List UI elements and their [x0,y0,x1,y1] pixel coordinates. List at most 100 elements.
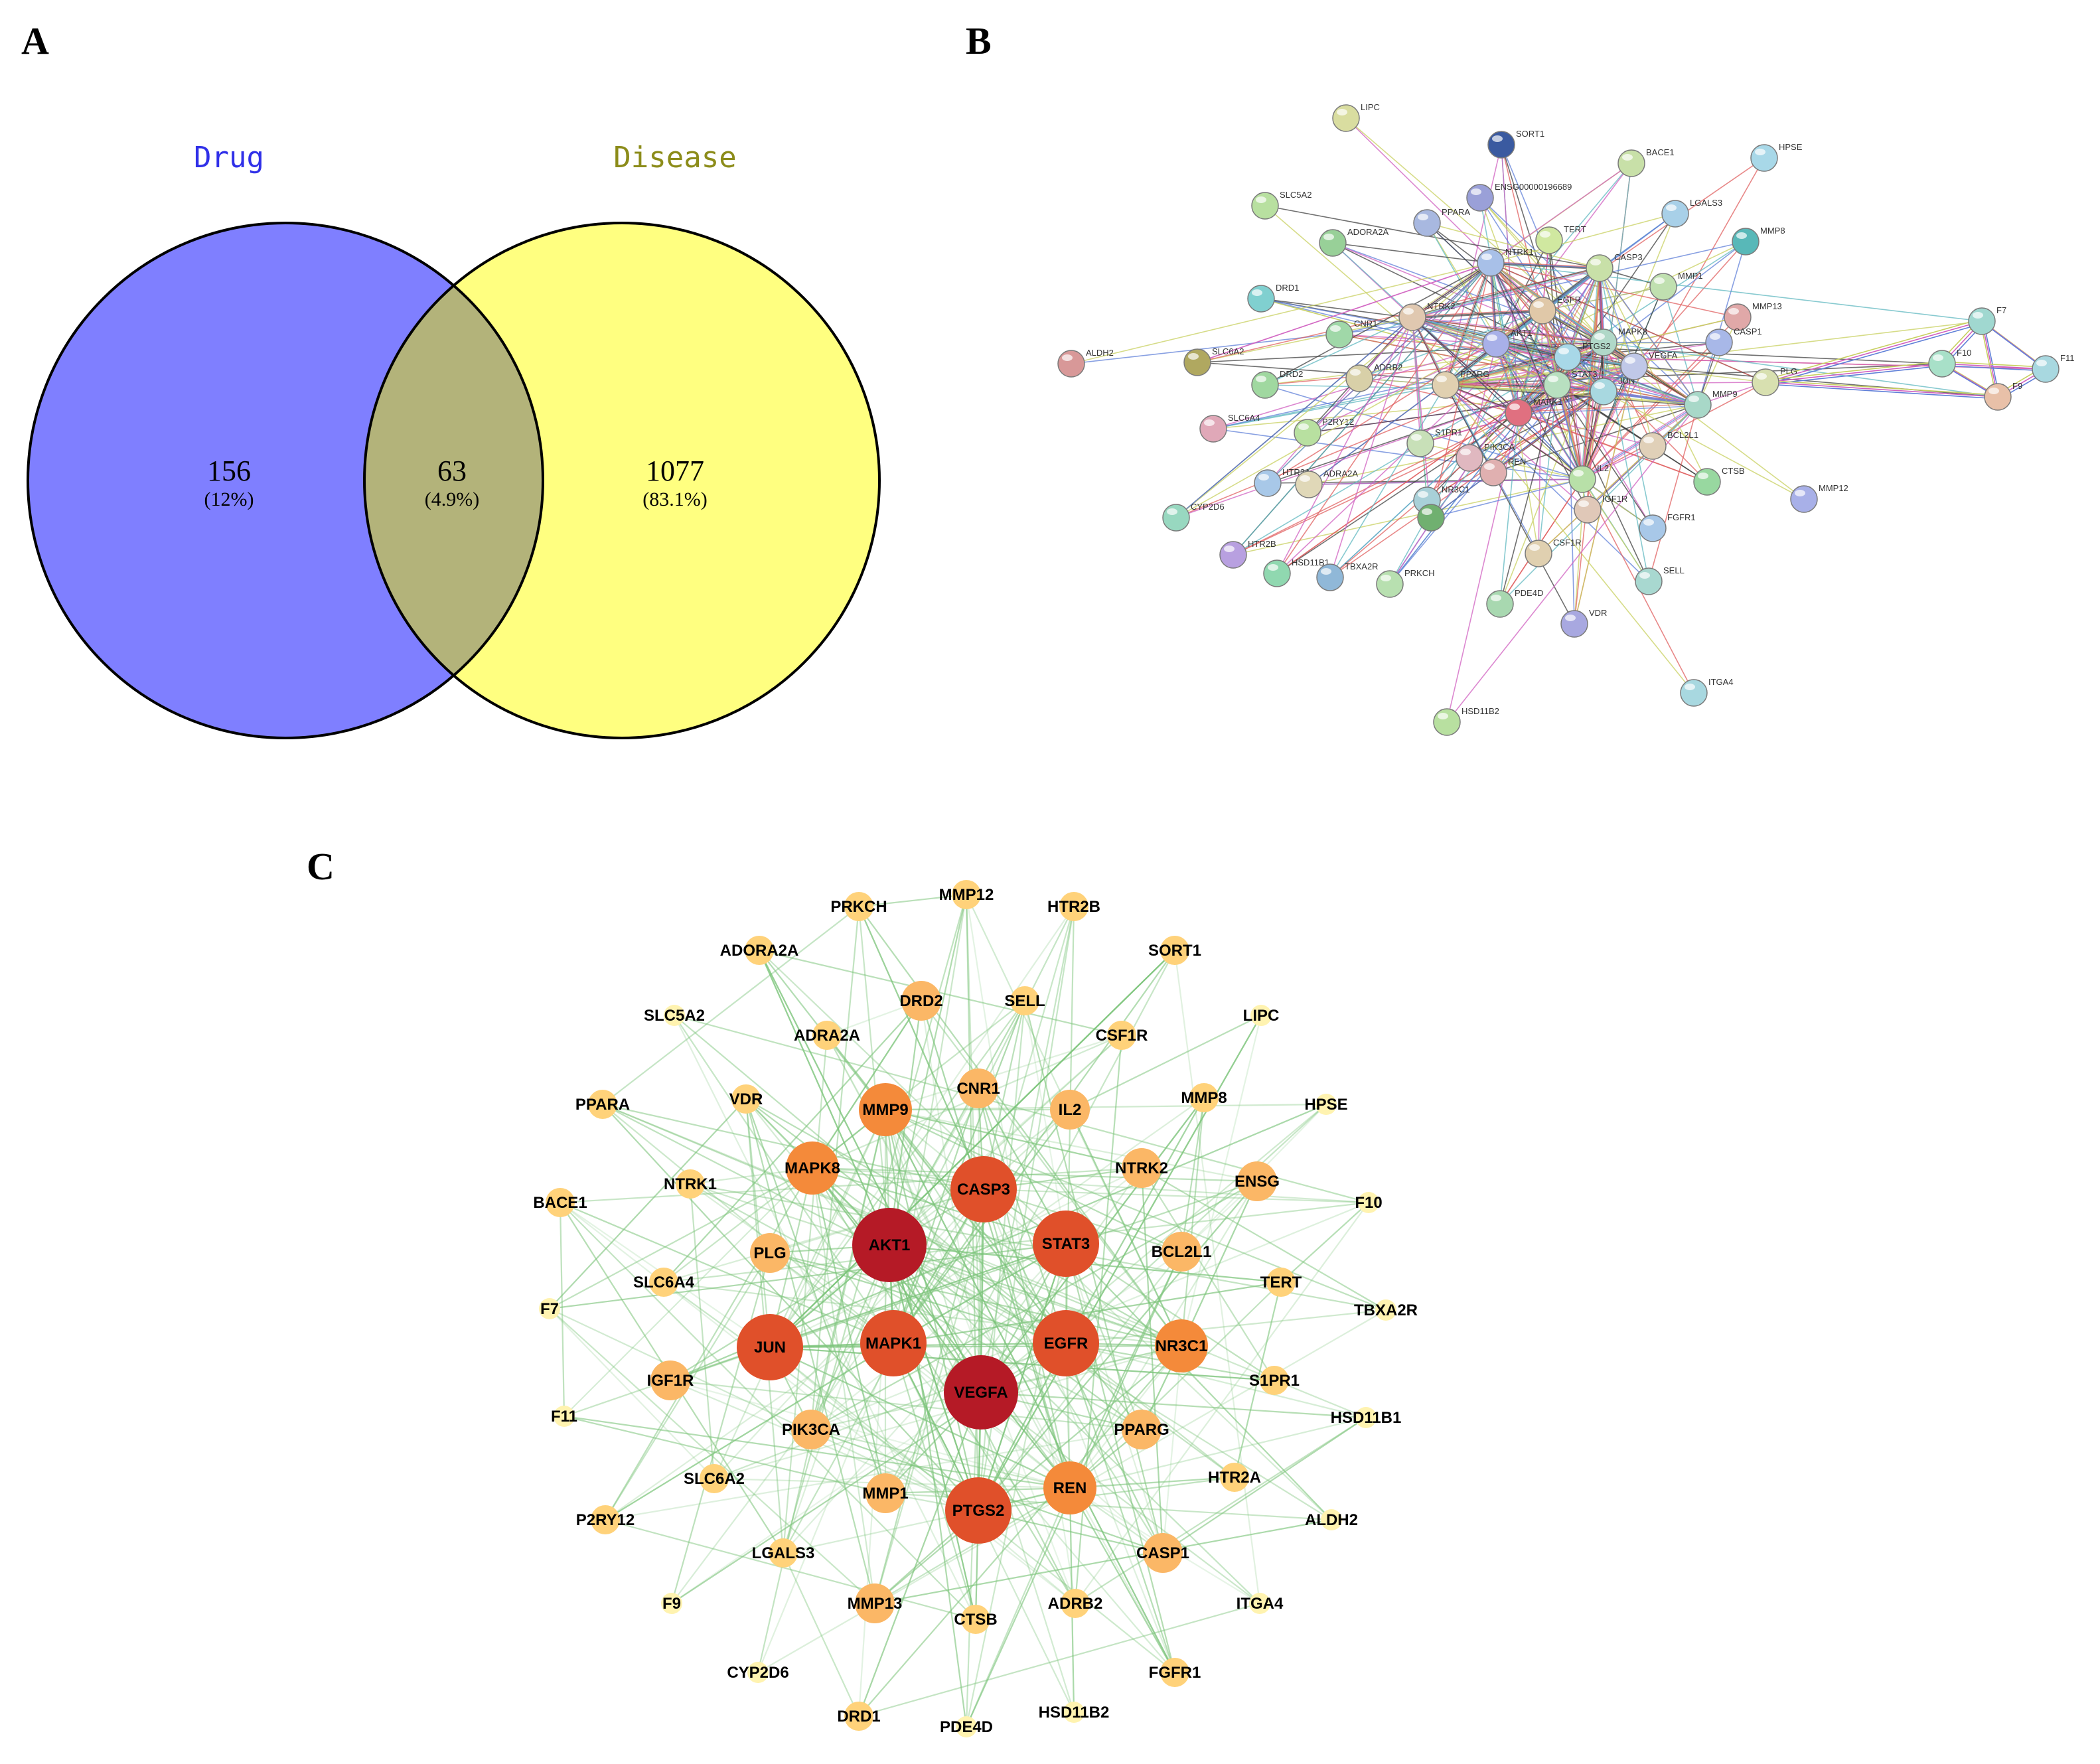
degree-node-circle [1122,1148,1162,1188]
string-node-egfr: EGFR [1529,295,1581,325]
string-edge-26 [1426,222,1600,269]
degree-node-label: CSF1R [1096,1027,1148,1045]
string-node-label: IL2 [1597,463,1609,473]
string-node-label: PTGS2 [1582,341,1611,351]
string-node-tert: TERT [1535,224,1586,254]
degree-node-egfr: EGFR [1033,1310,1099,1376]
degree-edge-13 [980,906,1075,1393]
degree-node-circle [1160,936,1189,965]
string-node-highlight [1298,423,1309,430]
degree-node-aldh2: ALDH2 [1305,1509,1358,1530]
string-node-f10: F10 [1928,348,1971,378]
degree-node-label: PTGS2 [952,1502,1005,1520]
degree-edge-202 [769,950,1175,1348]
string-node-sell: SELL [1635,565,1685,595]
string-node-drd1: DRD1 [1247,283,1299,313]
degree-edge-57 [602,1104,894,1344]
string-node-highlight [1529,544,1540,551]
string-edge-428 [1411,309,1542,317]
degree-edge-344 [874,1518,1332,1605]
degree-edge-62 [745,1098,771,1348]
string-node-label: MMP8 [1760,226,1785,236]
degree-node-label: ADRA2A [794,1027,860,1045]
string-node-label: S1PR1 [1435,427,1462,437]
degree-edge-228 [889,1244,1182,1347]
degree-node-label: PPARA [575,1096,630,1114]
string-node-label: MAPK8 [1618,327,1647,336]
string-node-label: CASP1 [1734,327,1762,336]
string-edge-383 [1519,413,1584,480]
degree-node-circle [731,1084,761,1114]
degree-node-adora2a: ADORA2A [720,936,798,965]
degree-edge-277 [1065,1243,1143,1430]
degree-node-label: BCL2L1 [1152,1243,1212,1261]
string-node-highlight [1933,354,1943,361]
string-node-highlight [1460,449,1471,455]
degree-edge-237 [670,1244,890,1381]
string-node-hpse: HPSE [1750,142,1803,172]
degree-node-label: MMP8 [1181,1089,1227,1107]
string-edge-279 [1233,262,1491,555]
string-edge-52 [1332,242,1635,367]
degree-edge-338 [671,1189,984,1604]
degree-edge-115 [689,1183,715,1479]
string-node-label: NTRK1 [1505,247,1534,257]
string-edge-547 [1765,382,1998,398]
string-edge-434 [1598,267,1634,366]
string-edge-498 [1411,315,1603,342]
degree-node-cyp2d6: CYP2D6 [727,1662,789,1683]
degree-edge-258 [858,1392,982,1717]
string-node-highlight [1481,254,1492,260]
string-node-aldh2: ALDH2 [1057,348,1114,378]
string-node-highlight [1533,301,1544,308]
degree-edge-366 [1065,1343,1176,1673]
drug-set-outline [27,222,544,739]
degree-node-label: SELL [1004,992,1045,1010]
degree-edge-188 [549,1308,979,1511]
panel-label-a: A [21,19,49,62]
string-node-label: EGFR [1557,295,1581,305]
degree-edge-136 [560,1201,894,1345]
degree-node-label: TERT [1260,1274,1302,1291]
degree-edge-48 [759,949,1122,1037]
string-node-highlight [1698,473,1708,479]
string-node-pik3ca: PIK3CA [1456,442,1515,472]
string-edge-1 [1345,117,1635,367]
degree-node-circle [750,1233,790,1273]
string-edge-508 [1489,261,1697,405]
degree-edge-327 [783,1509,979,1554]
degree-edge-199 [769,1346,1275,1382]
degree-edge-215 [826,1035,1067,1344]
string-node-mmp9: MMP9 [1684,389,1738,419]
string-edge-457 [1604,392,1699,407]
string-node-label: AKT1 [1511,328,1533,338]
degree-edge-123 [980,1167,1142,1393]
degree-node-label: MMP13 [848,1595,903,1613]
degree-node-circle [546,1188,575,1217]
degree-edge-70 [884,1109,980,1511]
degree-node-label: MMP1 [862,1485,908,1503]
string-edge-442 [1580,365,1634,478]
degree-edge-196 [769,950,1175,1348]
degree-edge-368 [858,1345,1182,1717]
string-node-hsd11b2: HSD11B2 [1433,706,1499,736]
string-edge-348 [1495,342,1603,392]
string-node-highlight [1484,463,1495,470]
string-node-highlight [1330,325,1341,332]
degree-node-circle [1061,1589,1090,1618]
string-edge-513 [1413,317,1584,481]
degree-edge-28 [812,1000,922,1169]
degree-edge-189 [549,1098,747,1309]
string-node-mmp8: MMP8 [1732,226,1785,256]
degree-node-circle [844,1702,873,1731]
string-node-cyp2d6: CYP2D6 [1162,502,1225,532]
degree-edge-104 [873,1189,985,1604]
string-edge-23 [1264,205,1600,269]
degree-node-f7: F7 [539,1298,560,1319]
string-node-label: MMP13 [1752,301,1782,311]
degree-edge-339 [980,1392,1260,1604]
degree-node-label: PRKCH [830,898,887,916]
string-node-label: MMP1 [1678,271,1703,281]
degree-node-label: JUN [754,1339,786,1357]
degree-edge-162 [549,1242,1067,1310]
